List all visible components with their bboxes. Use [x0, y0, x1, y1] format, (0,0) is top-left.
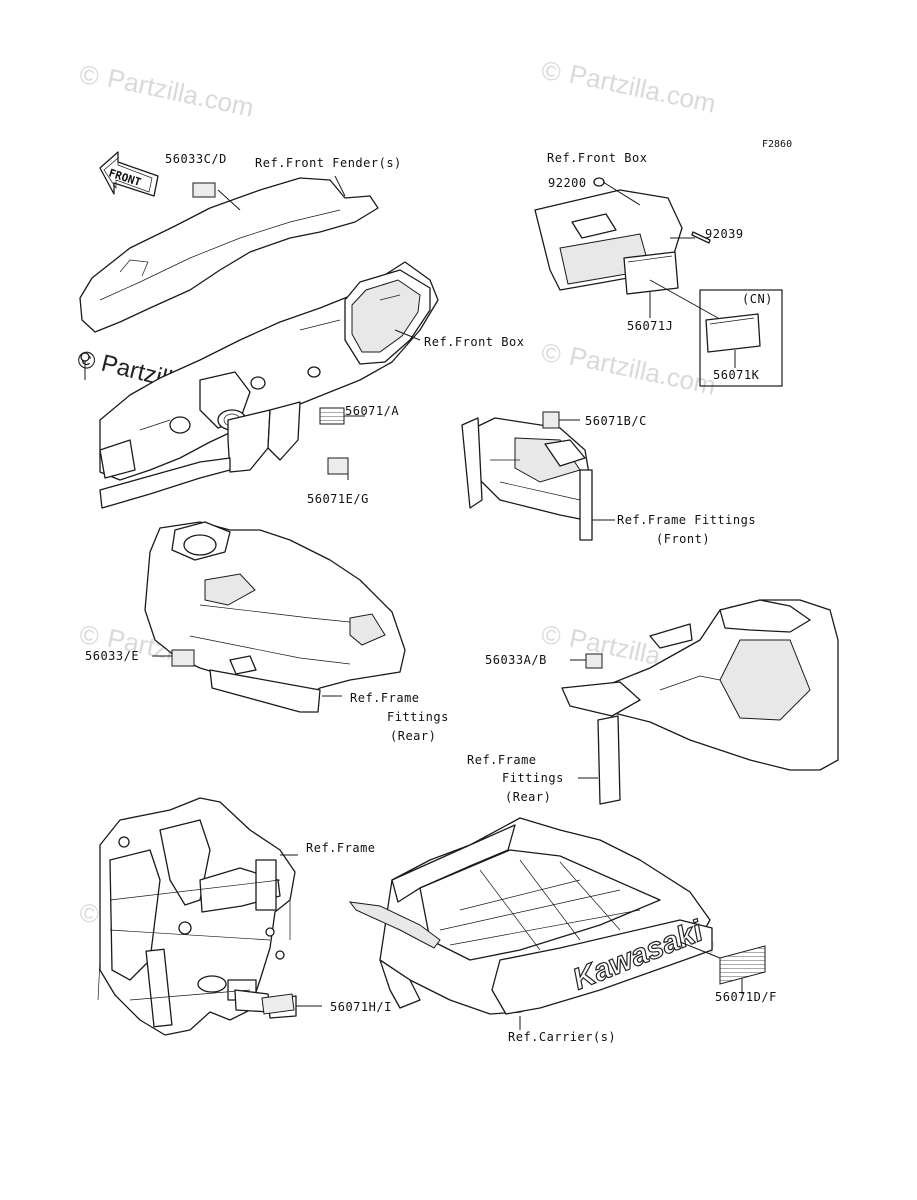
- label-56071bc: 56071B/C: [585, 414, 647, 428]
- watermark-brand-2: Partzilla.com: [567, 59, 719, 119]
- label-ref-frame-fittings-rear-left-1: Ref.Frame: [350, 691, 420, 705]
- label-ref-front-box-top: Ref.Front Box: [547, 151, 647, 165]
- label-56071hi: 56071H/I: [330, 1000, 392, 1014]
- decal-56033e: [171, 649, 195, 667]
- label-56071k: 56071K: [713, 368, 760, 382]
- rear-body-panel: [144, 521, 406, 713]
- label-ref-front-box-mid: Ref.Front Box: [424, 335, 524, 349]
- decal-56071hi: [261, 993, 295, 1015]
- cargo-carrier: Kawasaki: [348, 817, 766, 1030]
- label-56071eg: 56071E/G: [307, 492, 369, 506]
- label-56071a: 56071/A: [345, 404, 399, 418]
- decal-56033ab: [585, 653, 603, 669]
- main-frame: [97, 797, 322, 1036]
- label-ref-front-fender: Ref.Front Fender(s): [255, 156, 402, 170]
- label-ref-frame-fittings-rear-right-3: (Rear): [505, 790, 551, 804]
- cn-variant-box: [699, 289, 783, 387]
- figure-code: F2860: [762, 139, 792, 150]
- watermark-copyright-1: ©: [77, 59, 102, 92]
- label-ref-frame-fittings-rear-right-1: Ref.Frame: [467, 753, 537, 767]
- decal-56071a: [319, 407, 345, 425]
- watermark-brand-1: Partzilla.com: [105, 63, 257, 123]
- front-arrow-icon: FRONT: [99, 151, 159, 197]
- label-56033e: 56033/E: [85, 649, 139, 663]
- watermark-copyright-5: ©: [539, 619, 564, 652]
- label-56033cd: 56033C/D: [165, 152, 227, 166]
- watermark-copyright-4: ©: [77, 619, 102, 652]
- decal-56071eg: [327, 457, 349, 475]
- label-92039: 92039: [705, 227, 744, 241]
- label-cn: (CN): [742, 292, 773, 306]
- label-ref-frame-fittings-rear-left-2: Fittings: [387, 710, 449, 724]
- label-56071df: 56071D/F: [715, 990, 777, 1004]
- watermark-copyright-6: ©: [77, 897, 102, 930]
- label-ref-frame-fittings-rear-left-3: (Rear): [390, 729, 436, 743]
- decal-56033cd: [192, 182, 216, 198]
- label-ref-frame-fittings-rear-right-2: Fittings: [502, 771, 564, 785]
- frame-fittings-front: [461, 411, 615, 541]
- frame-fittings-rear-right: [561, 599, 839, 805]
- watermark-copyright-2: ©: [539, 55, 564, 88]
- label-ref-frame-fittings-front: Ref.Frame Fittings: [617, 513, 756, 527]
- label-56033ab: 56033A/B: [485, 653, 547, 667]
- label-ref-frame-fittings-front-2: (Front): [656, 532, 710, 546]
- label-ref-frame: Ref.Frame: [306, 841, 376, 855]
- decal-56071df: [719, 945, 766, 985]
- front-box-assembly: [534, 177, 783, 387]
- front-fender-dashboard-assembly: [79, 177, 439, 509]
- decal-56071bc: [542, 411, 560, 429]
- callout-labels: 56033C/D Ref.Front Fender(s) Ref.Front B…: [85, 151, 777, 1044]
- watermark-copyright-3: ©: [539, 337, 564, 370]
- label-92200: 92200: [548, 176, 587, 190]
- label-56071j: 56071J: [627, 319, 673, 333]
- label-ref-carriers: Ref.Carrier(s): [508, 1030, 616, 1044]
- watermark-brand-3: Partzilla.com: [567, 341, 719, 401]
